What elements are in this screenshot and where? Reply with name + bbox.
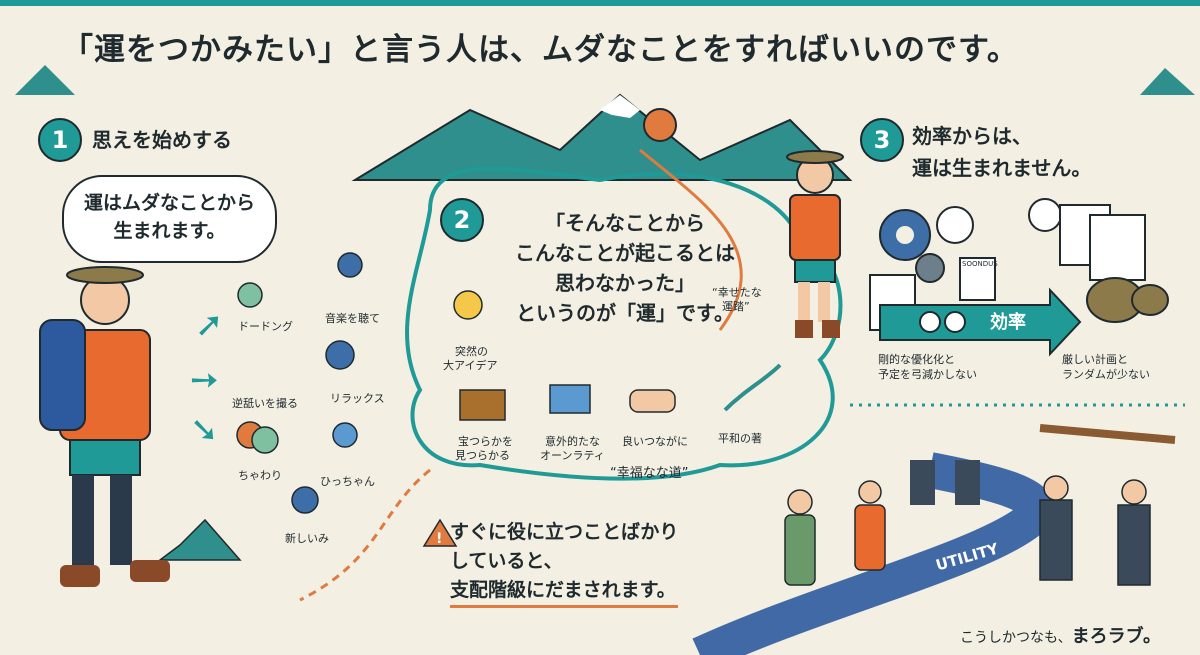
top-accent-bar (0, 0, 1200, 6)
bubble-line-1: 運はムダなことから (83, 192, 255, 214)
quote-line: 「そんなことから (545, 211, 705, 235)
item-label: 意外的たな (545, 435, 600, 448)
signature-text: こうしかつなも、 (960, 630, 1072, 646)
caption-left-line1: 剛的な優化化と (878, 353, 955, 366)
item-label: オーンラティ (540, 449, 605, 462)
warning-text: すぐに役に立つことばかり していると、 支配階級にだまされます。 (450, 518, 679, 608)
item-label: 突然の (455, 345, 488, 358)
section2-quote: 「そんなことから こんなことが起こるとは 思わなかった」 というのが「運」です。 (500, 208, 750, 328)
activity-label: ちゃわり (238, 469, 282, 482)
activity-label: 音楽を聴て (325, 312, 380, 325)
activity-label: リラックス (330, 392, 385, 405)
activity-label: 逆舐いを撮る (232, 397, 298, 410)
item-label: 良いつながに (622, 435, 688, 448)
brand-name: まろラブ。 (1071, 626, 1162, 647)
warning-line2: していると、 (450, 550, 563, 572)
activity-label: ドードング (238, 320, 293, 333)
arrow-icon: ➚ (195, 305, 224, 345)
section1-number-badge: 1 (38, 118, 82, 162)
section3-heading-line1: 効率からは、 (912, 124, 1032, 148)
section1-heading: 思えを始めする (92, 128, 232, 152)
caption-left-line2: 予定を弓減かしない (878, 368, 977, 381)
calendar-label: SOONDUS (962, 260, 998, 268)
section3-heading: 効率からは、 運は生まれません。 (912, 120, 1091, 184)
page-title: 「運をつかみたい」と言う人は、ムダなことをすればいいのです。 (62, 32, 1019, 68)
activity-label: 新しいみ (285, 532, 329, 545)
section3-heading-line2: 運は生まれません。 (912, 156, 1092, 180)
caption-right-line2: ランダムが少ない (1062, 368, 1150, 381)
item-label: 見つらかる (455, 449, 510, 462)
tag-happy-line1: “幸せたな (712, 286, 762, 299)
item-label: 大アイデア (443, 359, 498, 372)
caption-left: 剛的な優化化と 予定を弓減かしない (878, 352, 977, 382)
bubble-line-2: 生まれます。 (113, 220, 226, 242)
speech-bubble: 運はムダなことから 生まれます。 (62, 175, 277, 263)
quote-line: というのが「運」です。 (516, 301, 734, 325)
warning-line3: 支配階級にだまされます。 (450, 576, 679, 608)
tag-happy-road: “幸福なな道” (610, 466, 689, 481)
section3-number-badge: 3 (860, 118, 904, 162)
arrow-icon: ➘ (190, 410, 219, 450)
activity-label: ひっちゃん (320, 475, 375, 488)
efficiency-arrow-label: 効率 (990, 312, 1026, 333)
item-label: 平和の著 (718, 432, 762, 445)
quote-line: こんなことが起こるとは (515, 241, 735, 265)
warning-line1: すぐに役に立つことばかり (450, 521, 679, 543)
item-label: 宝つらかを (458, 435, 513, 448)
signature: こうしかつなも、まろラブ。 (960, 622, 1161, 648)
svg-text:!: ! (436, 531, 442, 547)
quote-line: 思わなかった」 (555, 271, 695, 295)
tag-happy-line2: 運踏” (722, 300, 750, 313)
caption-right: 厳しい計画と ランダムが少ない (1062, 352, 1150, 382)
section2-number-badge: 2 (440, 198, 484, 242)
arrow-icon: ➙ (190, 360, 219, 400)
caption-right-line1: 厳しい計画と (1062, 353, 1128, 366)
